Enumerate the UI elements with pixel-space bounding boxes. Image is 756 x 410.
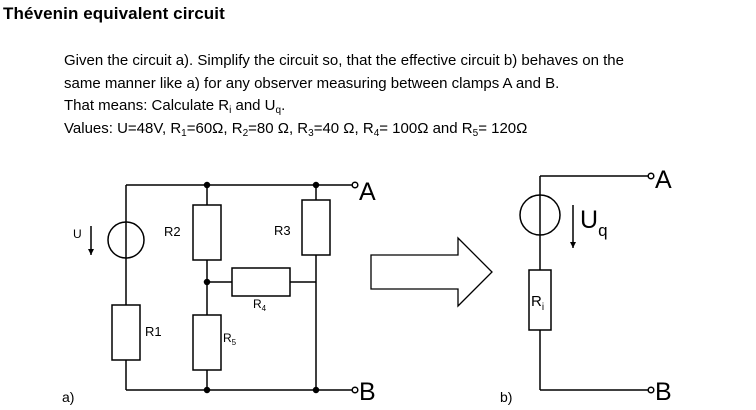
problem-line-1: Given the circuit a). Simplify the circu… [64, 52, 624, 69]
values-line: Values: U=48V, R1=60Ω, R2=80 Ω, R3=40 Ω,… [64, 119, 528, 139]
terminal-a-label-a: A [359, 178, 376, 206]
junction-dot [203, 181, 211, 189]
terminal-b-label-b: B [655, 378, 672, 406]
r2-label: R2 [164, 224, 181, 239]
r1-label: R1 [145, 324, 162, 339]
source-label-a: U [73, 227, 82, 241]
terminal-a-a [351, 181, 359, 189]
terminal-b-b [647, 386, 655, 394]
terminal-a-b [647, 172, 655, 180]
terminal-b-label-a: B [359, 378, 376, 406]
r5-label: R5 [223, 331, 237, 347]
junction-dot [203, 386, 211, 394]
circuit-a [88, 181, 359, 394]
junction-dot [312, 181, 320, 189]
r3-label: R3 [274, 223, 291, 238]
junction-dot [312, 386, 320, 394]
junction-dot [203, 278, 211, 286]
resistor-r2 [192, 204, 222, 261]
circuit-b-label: b) [500, 389, 512, 405]
transform-arrow-icon [370, 236, 493, 308]
resistor-r3 [301, 199, 331, 256]
page-title: Thévenin equivalent circuit [3, 4, 225, 23]
resistor-r1 [111, 304, 141, 361]
ri-label: Ri [531, 293, 544, 313]
resistor-r4 [231, 267, 291, 297]
problem-line-3: That means: Calculate Ri and Uq. [64, 97, 286, 116]
terminal-b-a [351, 386, 359, 394]
terminal-a-label-b: A [655, 166, 672, 194]
problem-statement: Given the circuit a). Simplify the circu… [64, 50, 754, 140]
problem-line-2: same manner like a) for any observer mea… [64, 74, 560, 92]
resistor-r5 [192, 314, 222, 371]
uq-label: Uq [580, 206, 608, 240]
circuit-a-label: a) [62, 389, 74, 405]
r4-label: R4 [253, 297, 267, 313]
circuit-b [519, 172, 655, 394]
